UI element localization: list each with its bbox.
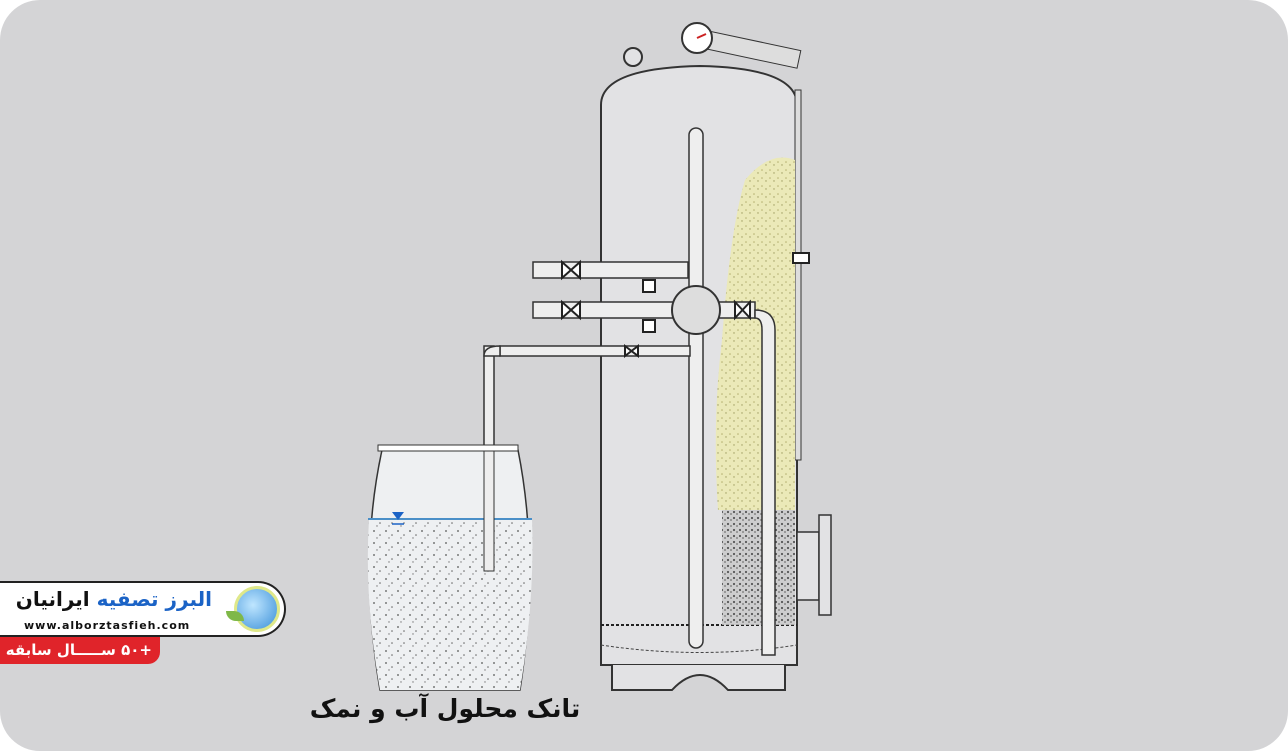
riser-pipe	[688, 127, 704, 649]
company-logo: البرز تصفیه ایرانیان www.alborztasfieh.c…	[0, 581, 286, 637]
globe-icon	[234, 586, 280, 632]
valves	[561, 252, 810, 359]
diagram-caption: تانک محلول آب و نمک	[309, 694, 581, 723]
logo-name: البرز تصفیه ایرانیان	[16, 587, 212, 611]
brine-tank	[367, 444, 533, 691]
logo-name-black: ایرانیان	[15, 587, 90, 611]
leaf-icon	[226, 611, 244, 621]
gravel-layer	[722, 510, 795, 625]
flange	[796, 514, 832, 616]
experience-badge: +۵۰ ســـــال سابقه	[0, 637, 160, 664]
pressure-gauge	[681, 22, 802, 69]
logo-url: www.alborztasfieh.com	[24, 619, 191, 632]
logo-name-blue: البرز تصفیه	[96, 587, 212, 611]
